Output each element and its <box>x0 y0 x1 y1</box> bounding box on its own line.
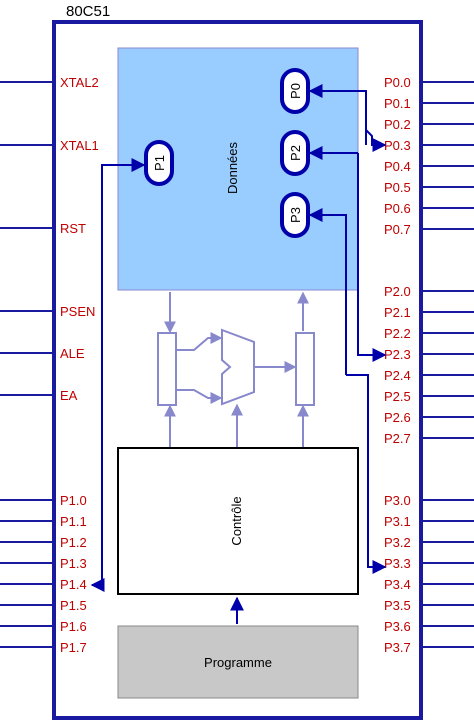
pin-label: P2.3 <box>384 347 411 362</box>
register-right <box>295 332 315 406</box>
pin-label: P0.3 <box>384 138 411 153</box>
port-p2: P2 <box>280 130 310 176</box>
pin-label: XTAL1 <box>60 138 99 153</box>
svg-text:P0: P0 <box>288 83 303 99</box>
pin-label: P1.6 <box>60 619 87 634</box>
control-block-label: Contrôle <box>229 496 244 545</box>
program-block-label: Programme <box>204 655 272 670</box>
pin-label: P2.7 <box>384 431 411 446</box>
pin-label: P2.4 <box>384 368 411 383</box>
pin-label: P1.2 <box>60 535 87 550</box>
port-p1: P1 <box>144 140 174 186</box>
pin-label: P0.6 <box>384 201 411 216</box>
alu-datapath <box>157 291 315 447</box>
pin-label: P3.7 <box>384 640 411 655</box>
port-wiring <box>90 84 387 592</box>
left-port1-pins: P1.0P1.1P1.2P1.3P1.4P1.5P1.6P1.7 <box>0 493 87 655</box>
pin-label: P2.5 <box>384 389 411 404</box>
right-port0-pins: P0.0P0.1P0.2P0.3P0.4P0.5P0.6P0.7 <box>384 75 474 237</box>
data-block-label: Données <box>225 141 240 194</box>
right-port3-pins: P3.0P3.1P3.2P3.3P3.4P3.5P3.6P3.7 <box>384 493 474 655</box>
svg-text:P3: P3 <box>288 207 303 223</box>
svg-text:P2: P2 <box>288 145 303 161</box>
pin-label: ALE <box>60 346 85 361</box>
port-p3: P3 <box>280 192 310 238</box>
pin-label: P1.0 <box>60 493 87 508</box>
pin-label: P0.5 <box>384 180 411 195</box>
pin-label: P3.1 <box>384 514 411 529</box>
program-block <box>117 625 359 699</box>
pin-label: P3.0 <box>384 493 411 508</box>
pin-label: P2.0 <box>384 284 411 299</box>
register-left <box>157 332 177 406</box>
pin-label: P3.2 <box>384 535 411 550</box>
svg-text:P1: P1 <box>152 155 167 171</box>
pin-label: P0.4 <box>384 159 411 174</box>
pin-label: P3.3 <box>384 556 411 571</box>
chip-outline <box>52 20 423 720</box>
pin-label: P1.5 <box>60 598 87 613</box>
pin-label: PSEN <box>60 304 95 319</box>
alu-shape <box>221 328 255 406</box>
control-block <box>117 447 359 595</box>
pin-label: EA <box>60 388 78 403</box>
pin-label: P0.2 <box>384 117 411 132</box>
pin-label: P2.6 <box>384 410 411 425</box>
pin-label: P3.4 <box>384 577 411 592</box>
right-port2-pins: P2.0P2.1P2.2P2.3P2.4P2.5P2.6P2.7 <box>384 284 474 446</box>
pin-label: P0.1 <box>384 96 411 111</box>
pin-label: P1.1 <box>60 514 87 529</box>
pin-label: P3.6 <box>384 619 411 634</box>
pin-label: P0.7 <box>384 222 411 237</box>
pin-label: P2.2 <box>384 326 411 341</box>
pin-label: P3.5 <box>384 598 411 613</box>
pin-label: RST <box>60 221 86 236</box>
pin-label: P1.4 <box>60 577 87 592</box>
pin-label: P1.7 <box>60 640 87 655</box>
pin-label: XTAL2 <box>60 75 99 90</box>
port-p0: P0 <box>280 68 310 114</box>
pin-label: P2.1 <box>384 305 411 320</box>
pin-label: P1.3 <box>60 556 87 571</box>
chip-title: 80C51 <box>66 3 110 20</box>
pin-label: P0.0 <box>384 75 411 90</box>
